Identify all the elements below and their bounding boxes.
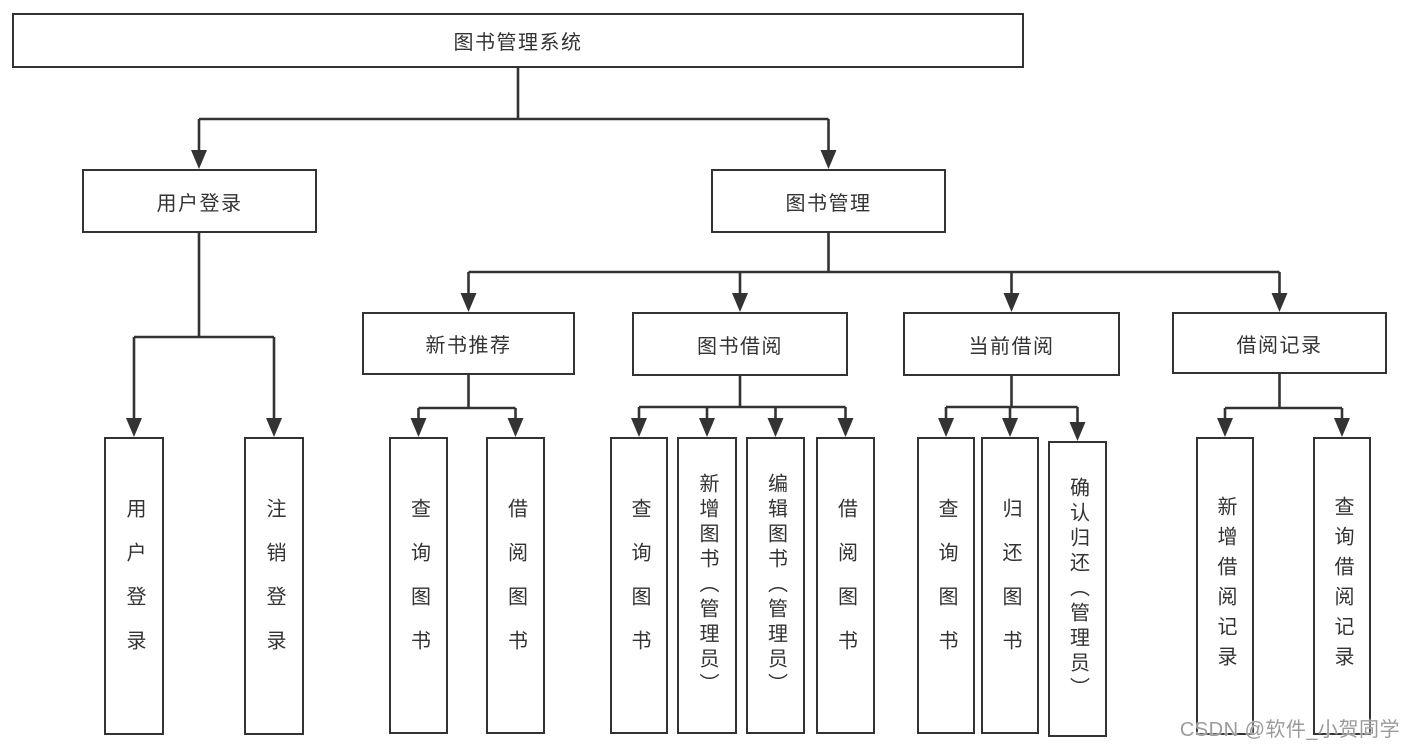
node-user-login: 用户登录 xyxy=(82,169,317,233)
node-label: 新增图书（管理员） xyxy=(696,473,718,698)
node-label: 用户登录 xyxy=(123,498,145,674)
node-leaf-query-books-current: 查询图书 xyxy=(917,437,975,734)
node-label: 查询图书 xyxy=(628,497,650,674)
node-leaf-confirm-return-admin: 确认归还（管理员） xyxy=(1048,441,1107,737)
node-new-book-recommend: 新书推荐 xyxy=(362,312,575,375)
node-leaf-borrow-books-recommend: 借阅图书 xyxy=(486,437,545,734)
node-label: 确认归还（管理员） xyxy=(1066,476,1089,702)
node-leaf-query-borrow-record: 查询借阅记录 xyxy=(1313,437,1371,735)
node-library-system-root: 图书管理系统 xyxy=(12,13,1024,68)
node-leaf-borrow-books: 借阅图书 xyxy=(816,437,875,734)
node-borrowing-records: 借阅记录 xyxy=(1172,312,1387,374)
node-leaf-return-books: 归还图书 xyxy=(981,437,1039,734)
node-label: 查询图书 xyxy=(935,497,957,674)
node-label: 编辑图书（管理员） xyxy=(764,473,787,698)
node-label: 归还图书 xyxy=(999,497,1021,674)
node-label: 借阅图书 xyxy=(834,497,857,674)
node-label: 借阅图书 xyxy=(504,497,527,674)
node-leaf-edit-books-admin: 编辑图书（管理员） xyxy=(746,437,805,734)
node-leaf-add-books-admin: 新增图书（管理员） xyxy=(677,437,737,734)
node-leaf-query-books-recommend: 查询图书 xyxy=(389,437,448,734)
node-current-borrowing: 当前借阅 xyxy=(903,312,1120,376)
node-leaf-query-books-borrowing: 查询图书 xyxy=(610,437,668,734)
node-leaf-user-login: 用户登录 xyxy=(104,437,164,735)
node-label: 新增借阅记录 xyxy=(1214,496,1236,676)
csdn-watermark: CSDN @软件_小贺同学 xyxy=(1179,719,1400,741)
node-label: 注销登录 xyxy=(263,498,285,674)
node-book-management: 图书管理 xyxy=(711,169,946,233)
node-book-borrowing: 图书借阅 xyxy=(632,312,848,376)
node-leaf-logout: 注销登录 xyxy=(244,437,304,735)
node-label: 查询图书 xyxy=(407,497,430,674)
node-label: 查询借阅记录 xyxy=(1331,496,1353,676)
node-leaf-add-borrow-record: 新增借阅记录 xyxy=(1196,437,1254,735)
